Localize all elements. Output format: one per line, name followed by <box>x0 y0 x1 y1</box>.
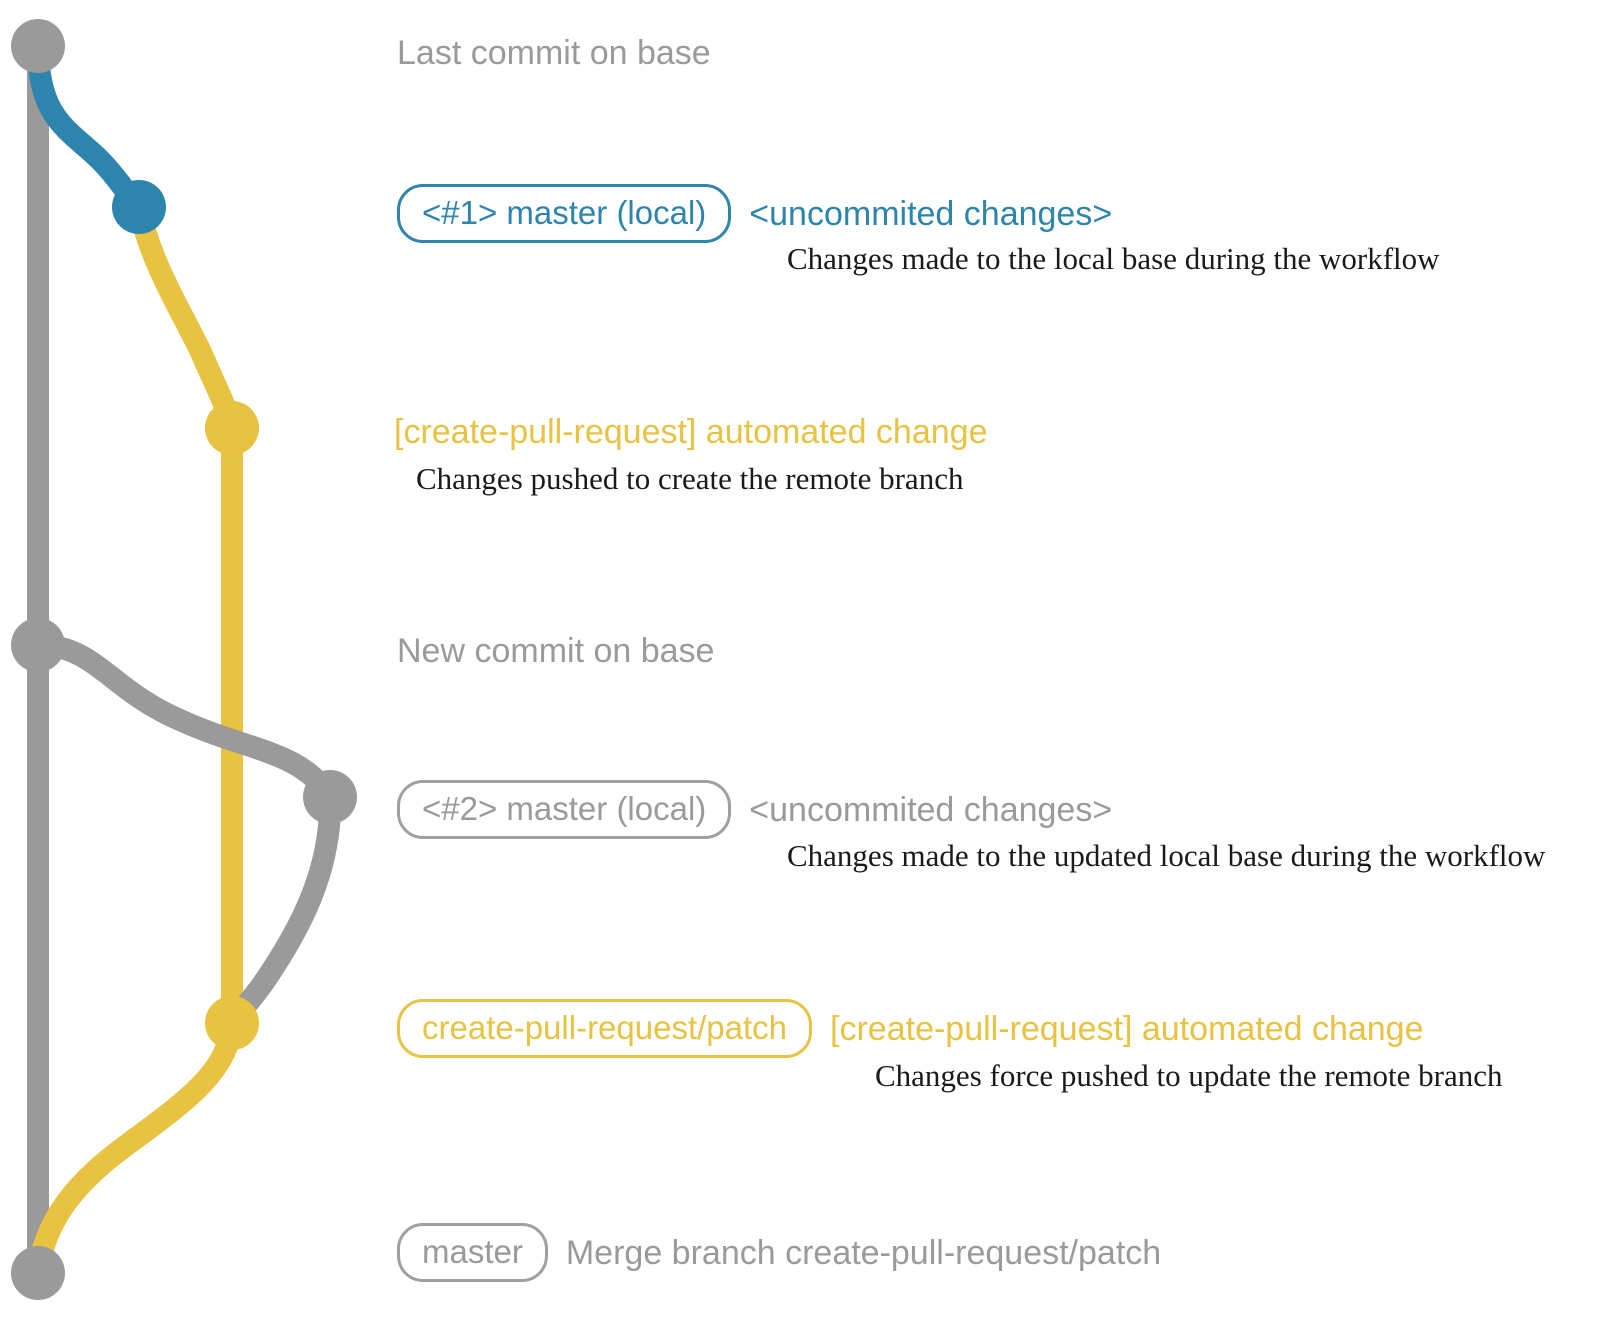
commit-graph-svg <box>11 19 357 1300</box>
commit-node-merge-commit[interactable] <box>11 1246 65 1300</box>
yellow-patch-line-upper <box>128 196 243 439</box>
commit-subject-merge-commit: Merge branch create-pull-request/patch <box>565 1233 1162 1272</box>
branch-badge-master[interactable]: master <box>397 1223 548 1282</box>
commit-row-automated-change-2: create-pull-request/patch [create-pull-r… <box>397 999 1424 1058</box>
commit-node-automated-change-2[interactable] <box>205 996 259 1050</box>
commit-description-automated-change-2: Changes force pushed to update the remot… <box>875 1058 1503 1093</box>
commit-subject-last-commit-on-base: Last commit on base <box>397 34 711 72</box>
commit-node-local-uncommitted-1[interactable] <box>112 180 166 234</box>
commit-node-last-commit-on-base[interactable] <box>11 19 65 73</box>
commit-subject-local-uncommitted-1: <uncommited changes> <box>749 194 1113 233</box>
yellow-patch2-to-merge <box>27 1012 243 1284</box>
commit-subject-local-uncommitted-2: <uncommited changes> <box>749 790 1113 829</box>
gray-local2-to-patch2 <box>221 786 342 1034</box>
commit-row-merge-commit: master Merge branch create-pull-request/… <box>397 1223 1161 1282</box>
commit-row-local-uncommitted-2: <#2> master (local) <uncommited changes> <box>397 780 1112 839</box>
commit-subject-automated-change-1: [create-pull-request] automated change <box>394 413 988 451</box>
blue-branch-line <box>27 35 150 218</box>
commit-subject-new-commit-on-base: New commit on base <box>397 632 715 670</box>
branch-badge-master-local-2[interactable]: <#2> master (local) <box>397 780 732 839</box>
commit-node-new-commit-on-base[interactable] <box>11 618 65 672</box>
commit-description-automated-change-1: Changes pushed to create the remote bran… <box>416 461 964 496</box>
commit-description-local-uncommitted-1: Changes made to the local base during th… <box>787 241 1440 276</box>
gray-branch-to-local2 <box>27 634 341 808</box>
commit-row-local-uncommitted-1: <#1> master (local) <uncommited changes> <box>397 184 1112 243</box>
commit-node-local-uncommitted-2[interactable] <box>303 770 357 824</box>
branch-badge-master-local-1[interactable]: <#1> master (local) <box>397 184 732 243</box>
commit-description-local-uncommitted-2: Changes made to the updated local base d… <box>787 838 1546 873</box>
branch-badge-create-pull-request-patch[interactable]: create-pull-request/patch <box>397 999 813 1058</box>
commit-subject-automated-change-2: [create-pull-request] automated change <box>830 1009 1424 1048</box>
commit-node-automated-change-1[interactable] <box>205 401 259 455</box>
